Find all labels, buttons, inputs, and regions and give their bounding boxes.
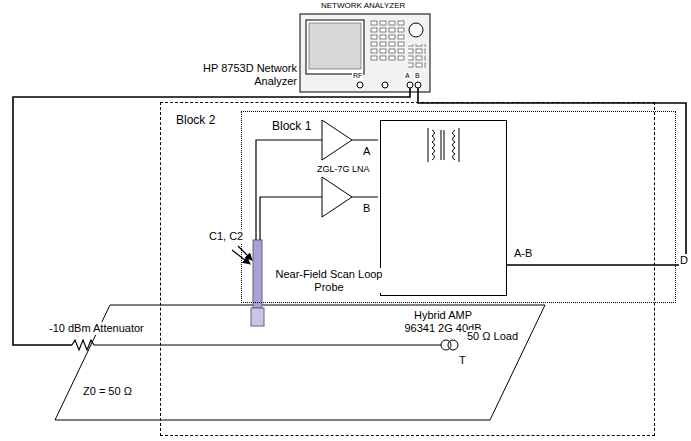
node-title: NETWORK ANALYZER bbox=[321, 1, 405, 10]
probe-tip bbox=[251, 308, 264, 326]
part-name: 50 Ω Load bbox=[466, 330, 519, 343]
part-name: Near-Field Scan Loop Probe bbox=[272, 268, 386, 293]
signal-name: A-B bbox=[513, 247, 533, 260]
cable-stub bbox=[417, 88, 419, 94]
part-name: ZGL-7G LNA bbox=[316, 164, 371, 174]
impedance-label: Z0 = 50 Ω bbox=[82, 385, 133, 398]
port-name: A bbox=[404, 72, 411, 80]
port-name: B bbox=[414, 72, 421, 80]
terminal-name: D bbox=[679, 254, 689, 267]
signal-name: B bbox=[362, 202, 371, 215]
load-loop bbox=[448, 340, 458, 350]
transformer-symbol bbox=[428, 128, 459, 162]
node-title: Block 1 bbox=[272, 120, 311, 134]
loop-probe bbox=[253, 240, 262, 308]
attenuator-and-trace bbox=[72, 340, 441, 350]
part-name: -10 dBm Attenuator bbox=[48, 322, 145, 335]
instrument-name: HP 8753D Network Analyzer bbox=[196, 62, 298, 87]
network-analyzer: NETWORK ANALYZER bbox=[296, 0, 432, 94]
port-name: RF bbox=[352, 72, 363, 80]
dashed-block: Block 2 Block 1 Hybrid AMP 96341 2G 40dB bbox=[160, 102, 655, 436]
node-title: Block 2 bbox=[176, 114, 215, 128]
lna-amplifier bbox=[322, 120, 352, 160]
terminal-name: T bbox=[458, 354, 467, 367]
network-analyzer bbox=[300, 14, 430, 92]
probe-wires bbox=[256, 140, 322, 240]
callout-label: C1, C2 bbox=[208, 230, 244, 243]
hybrid-box: Hybrid AMP 96341 2G 40dB bbox=[380, 120, 507, 296]
signal-name: A bbox=[362, 145, 371, 158]
rf-cable bbox=[13, 88, 410, 345]
lna-amplifier bbox=[322, 177, 352, 217]
